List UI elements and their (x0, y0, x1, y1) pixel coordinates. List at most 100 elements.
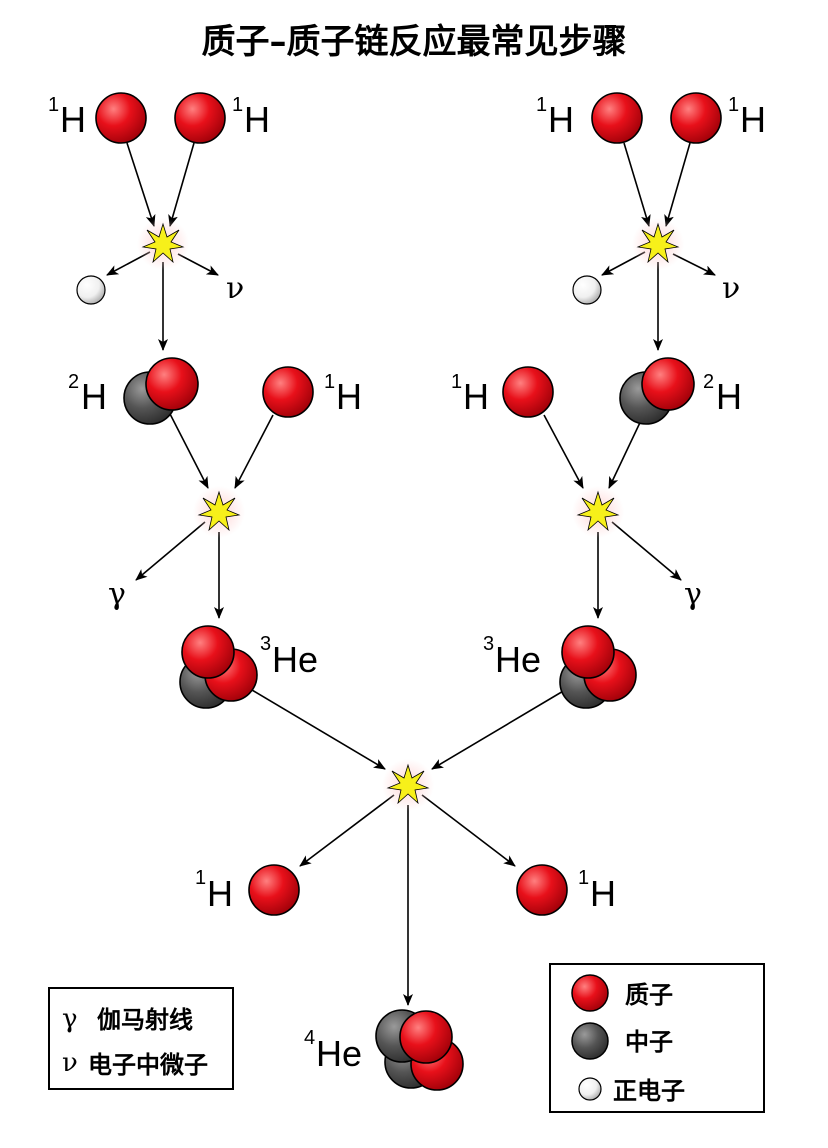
isotope-label-h1: 1 H (451, 371, 489, 417)
svg-text:H: H (207, 873, 233, 914)
isotope-label-h1: 1 H (578, 867, 616, 914)
isotope-label-he4: 4 He (304, 1027, 362, 1074)
svg-text:H: H (740, 99, 766, 140)
arrow (543, 414, 584, 489)
legend-neutron-label: 中子 (625, 1028, 673, 1056)
proton (502, 366, 554, 418)
deuterium-nucleus (619, 357, 695, 425)
svg-text:3: 3 (260, 633, 271, 655)
proton (591, 92, 643, 144)
isotope-label-he3: 3 He (260, 633, 318, 680)
neutrino-symbol: ν (226, 271, 244, 306)
proton (174, 92, 226, 144)
legend-neutron-icon (571, 1022, 609, 1060)
arrow (168, 142, 195, 227)
arrow (664, 142, 691, 227)
legend-symbols: γ 伽马射线 ν 电子中微子 (48, 987, 234, 1090)
svg-text:4: 4 (304, 1027, 315, 1049)
isotope-label-h1: 1 H (536, 94, 574, 140)
page-title: 质子–质子链反应最常见步骤 (201, 22, 627, 62)
legend-particles: 质子 中子 正电子 (549, 963, 765, 1113)
proton (95, 92, 147, 144)
neutrino-symbol: ν (722, 271, 740, 306)
legend-neutrino-symbol: ν (62, 1048, 78, 1078)
isotope-label-h2: 2 H (68, 371, 107, 417)
svg-text:H: H (244, 99, 270, 140)
svg-text:He: He (495, 639, 541, 680)
svg-text:H: H (590, 873, 616, 914)
helium4-nucleus (375, 1009, 464, 1091)
helium3-nucleus (179, 625, 258, 709)
proton (516, 864, 568, 916)
isotope-label-h1: 1 H (232, 94, 270, 140)
helium3-nucleus (559, 625, 637, 709)
proton (561, 625, 615, 679)
svg-text:He: He (272, 639, 318, 680)
svg-text:1: 1 (578, 867, 589, 889)
arrow (167, 409, 209, 489)
reaction-flash-icon (382, 759, 434, 811)
svg-text:H: H (548, 99, 574, 140)
arrow (299, 794, 395, 867)
reaction-flash-icon (137, 218, 189, 270)
legend-gamma-label: 伽马射线 (97, 1006, 193, 1034)
proton (641, 357, 695, 411)
proton (248, 864, 300, 916)
svg-text:1: 1 (324, 371, 335, 393)
proton (399, 1010, 453, 1064)
isotope-label-h1: 1 H (48, 94, 86, 140)
legend-proton-label: 质子 (625, 981, 673, 1009)
legend-neutrino-label: 电子中微子 (88, 1051, 208, 1079)
arrow (135, 521, 206, 581)
svg-text:H: H (716, 376, 742, 417)
svg-text:H: H (336, 376, 362, 417)
gamma-symbol: γ (684, 577, 702, 612)
isotope-labels: 1 H 1 H 1 H 1 H 2 H 1 H (48, 94, 766, 1074)
reaction-flash-icon (193, 486, 245, 538)
arrow (431, 689, 566, 770)
emission-symbols: ν ν γ γ (108, 271, 740, 612)
isotope-label-h2: 2 H (703, 371, 742, 417)
reaction-flash-icon (632, 218, 684, 270)
svg-text:1: 1 (232, 94, 243, 116)
legend-proton-icon (571, 974, 609, 1012)
svg-text:1: 1 (195, 867, 206, 889)
proton (670, 92, 722, 144)
arrow (234, 414, 274, 489)
gamma-symbol: γ (108, 577, 126, 612)
arrow (623, 142, 651, 227)
legend-gamma-symbol: γ (62, 1004, 78, 1034)
positron (572, 275, 602, 305)
arrow (251, 689, 386, 770)
proton (145, 357, 199, 411)
svg-text:1: 1 (48, 94, 59, 116)
svg-text:H: H (60, 99, 86, 140)
arrow (421, 794, 516, 867)
svg-text:3: 3 (483, 633, 494, 655)
proton (262, 366, 314, 418)
isotope-label-he3: 3 He (483, 633, 541, 680)
svg-text:1: 1 (451, 371, 462, 393)
proton (181, 625, 235, 679)
arrow (611, 521, 682, 581)
particles (76, 92, 722, 1091)
isotope-label-h1: 1 H (728, 94, 766, 140)
svg-text:2: 2 (703, 371, 714, 393)
arrow (608, 411, 646, 489)
isotope-label-h1: 1 H (324, 371, 362, 417)
svg-text:He: He (316, 1033, 362, 1074)
svg-text:2: 2 (68, 371, 79, 393)
reaction-flashes (137, 218, 684, 811)
legend-positron-label: 正电子 (613, 1077, 685, 1105)
isotope-label-h1: 1 H (195, 867, 233, 914)
arrow (126, 142, 156, 227)
svg-text:H: H (81, 376, 107, 417)
positron (76, 275, 106, 305)
svg-text:1: 1 (536, 94, 547, 116)
reaction-flash-icon (572, 486, 624, 538)
deuterium-nucleus (123, 357, 199, 425)
legend-positron-icon (578, 1077, 602, 1101)
svg-text:H: H (463, 376, 489, 417)
